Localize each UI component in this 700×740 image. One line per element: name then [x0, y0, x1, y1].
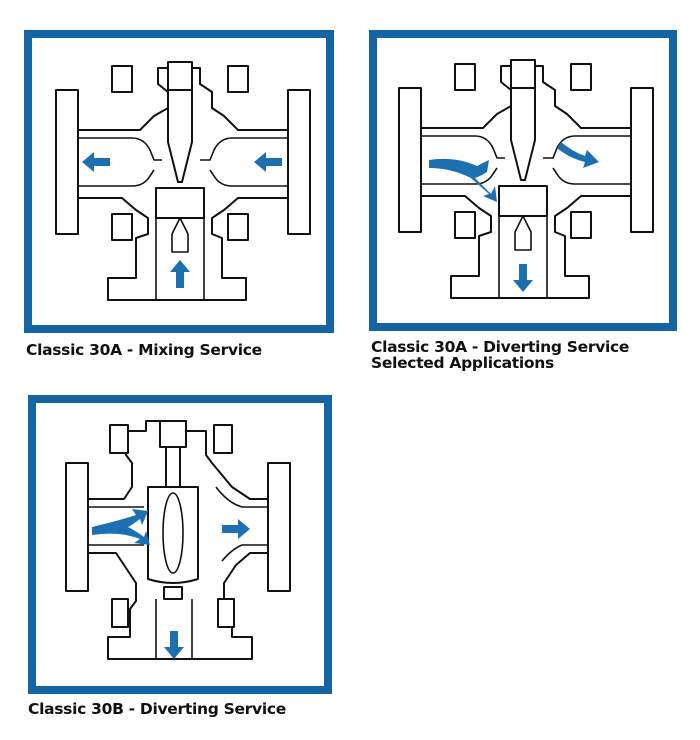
flow-arrow-split-inlet [429, 158, 497, 202]
caption-line: Selected Applications [371, 354, 554, 372]
flow-arrows [92, 509, 250, 659]
valve-diagram-diverting-selected [398, 59, 654, 299]
flow-arrow-split-inlet [92, 509, 150, 545]
valve-body [398, 59, 654, 299]
figure-30a-mixing [24, 30, 334, 333]
flow-arrows [82, 152, 282, 288]
caption-line: Classic 30B - Diverting Service [28, 700, 286, 718]
caption-line: Classic 30A - Mixing Service [26, 341, 262, 359]
valve-body [65, 420, 291, 660]
flow-arrow-left-inlet [254, 152, 282, 172]
caption-30a-mixing: Classic 30A - Mixing Service [26, 342, 262, 358]
flow-arrow-down-outlet [513, 264, 533, 292]
figure-30b-diverting [28, 395, 332, 694]
flow-arrow-up-inlet [170, 260, 190, 288]
valve-diagram-30b-diverting [65, 420, 291, 660]
flow-arrow-right-outlet [222, 519, 250, 539]
flow-arrows [429, 142, 599, 292]
valve-diagram-mixing [55, 61, 311, 301]
flow-arrow-left-outlet [82, 152, 110, 172]
flow-arrow-right-outlet [557, 142, 599, 168]
flow-arrow-down-outlet [164, 631, 184, 659]
caption-30a-diverting-selected: Classic 30A - Diverting Service Selected… [371, 339, 629, 371]
caption-line: Classic 30A - Diverting Service [371, 338, 630, 356]
valve-body [55, 61, 311, 301]
caption-30b-diverting: Classic 30B - Diverting Service [28, 701, 286, 717]
figure-30a-diverting-selected [369, 30, 677, 331]
